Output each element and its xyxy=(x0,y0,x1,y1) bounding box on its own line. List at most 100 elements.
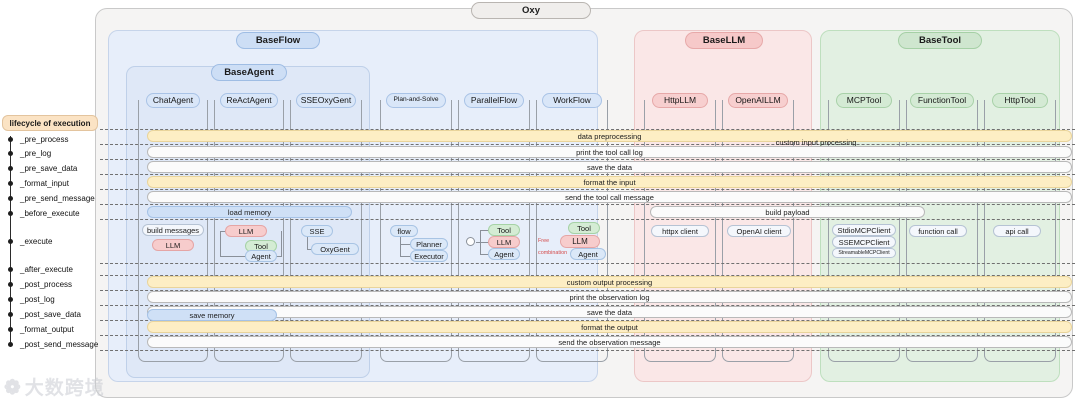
column-reactagent xyxy=(214,100,284,362)
lifecycle-step-label: _pre_save_data xyxy=(20,163,78,173)
lifecycle-step-label: _pre_process xyxy=(20,134,69,144)
node-streamable-mcp-client: StreamableMCPClient xyxy=(832,248,896,258)
bar-custom-input-processing: custom input processing xyxy=(775,137,857,147)
bullet-icon xyxy=(8,150,13,156)
node-httpx-client: httpx client xyxy=(651,225,709,237)
group-title-basetool: BaseTool xyxy=(898,32,982,49)
node-reactagent-agent: Agent xyxy=(245,250,277,262)
node-workflow-tool: Tool xyxy=(568,222,600,234)
bullet-icon xyxy=(8,136,13,142)
node-build-messages: build messages xyxy=(142,224,204,236)
lifecycle-step-pre-log: _pre_log xyxy=(0,146,51,160)
node-reactagent-llm: LLM xyxy=(225,225,267,237)
column-chatagent xyxy=(138,100,208,362)
column-httpllm xyxy=(644,100,716,362)
column-openaillm xyxy=(722,100,794,362)
node-parallel-agent: Agent xyxy=(488,248,520,260)
wire xyxy=(400,244,411,245)
bar-custom-output-processing: custom output processing xyxy=(147,276,1072,288)
bullet-icon xyxy=(8,326,13,332)
column-title-workflow: WorkFlow xyxy=(542,93,602,108)
lifecycle-step-format-input: _format_input xyxy=(0,176,69,190)
node-reactagent-tool: Tool xyxy=(245,240,277,252)
bar-save-the-data-pre: save the data xyxy=(147,161,1072,173)
bar-save-memory: save memory xyxy=(147,309,277,321)
wire xyxy=(400,231,401,256)
lifecycle-step-label: _format_input xyxy=(20,178,69,188)
column-title-openaillm: OpenAILLM xyxy=(728,93,788,108)
lifecycle-step-label: _before_execute xyxy=(20,208,80,218)
node-openai-client: OpenAI client xyxy=(727,225,791,237)
oxy-title: Oxy xyxy=(471,2,591,19)
node-chatagent-llm: LLM xyxy=(152,239,194,251)
row-separator xyxy=(100,144,1075,145)
lifecycle-step-label: _execute xyxy=(20,236,53,246)
lifecycle-step-label: _pre_send_message xyxy=(20,193,95,203)
node-sse-mcp-client: SSEMCPClient xyxy=(832,236,896,248)
column-sseoxygent xyxy=(290,100,362,362)
bullet-icon xyxy=(8,311,13,317)
row-separator xyxy=(100,159,1075,160)
bar-load-memory: load memory xyxy=(147,206,352,218)
column-mcptool xyxy=(828,100,900,362)
node-workflow-agent: Agent xyxy=(570,248,606,260)
lifecycle-step-format-output: _format_output xyxy=(0,322,74,336)
column-title-mcptool: MCPTool xyxy=(836,93,892,108)
wire xyxy=(476,242,481,243)
column-title-plan-and-solve: Plan-and-Solve xyxy=(386,93,446,108)
wire xyxy=(400,256,411,257)
bar-format-the-input: format the input xyxy=(147,176,1072,188)
lifecycle-header: lifecycle of execution xyxy=(2,115,98,131)
watermark-text: 大数跨境 xyxy=(24,377,105,399)
group-title-baseagent: BaseAgent xyxy=(211,64,287,81)
lifecycle-step-before-execute: _before_execute xyxy=(0,206,80,220)
column-title-reactagent: ReActAgent xyxy=(220,93,278,108)
lifecycle-step-label: _post_log xyxy=(20,294,55,304)
lifecycle-step-execute: _execute xyxy=(0,234,52,248)
lifecycle-step-post-save-data: _post_save_data xyxy=(0,307,81,321)
bullet-icon xyxy=(8,180,13,186)
node-api-call: api call xyxy=(993,225,1041,237)
bar-format-the-output: format the output xyxy=(147,321,1072,333)
bullet-icon xyxy=(8,341,13,347)
column-functiontool xyxy=(906,100,978,362)
row-separator xyxy=(100,350,1075,351)
bar-send-observation-message: send the observation message xyxy=(147,336,1072,348)
wire xyxy=(307,231,308,249)
node-parallel-origin xyxy=(466,237,475,246)
node-oxygent: OxyGent xyxy=(311,243,359,255)
wire xyxy=(480,254,489,255)
lifecycle-step-label: _format_output xyxy=(20,324,74,334)
row-separator xyxy=(100,189,1075,190)
lifecycle-step-after-execute: _after_execute xyxy=(0,262,73,276)
lifecycle-step-label: _post_send_message xyxy=(20,339,99,349)
column-title-sseoxygent: SSEOxyGent xyxy=(296,93,356,108)
node-parallel-tool: Tool xyxy=(488,224,520,236)
node-workflow-llm: LLM xyxy=(560,235,600,248)
lifecycle-step-label: _post_save_data xyxy=(20,309,81,319)
lifecycle-step-label: _post_process xyxy=(20,279,73,289)
bar-print-tool-call-log: print the tool call log xyxy=(147,146,1072,158)
group-title-baseflow: BaseFlow xyxy=(236,32,320,49)
bar-build-payload: build payload xyxy=(650,206,925,218)
lifecycle-step-pre-send-message: _pre_send_message xyxy=(0,191,95,205)
bullet-icon xyxy=(8,266,13,272)
watermark: ❁ 大数跨境 xyxy=(4,378,105,398)
column-plan-and-solve xyxy=(380,100,452,362)
wire xyxy=(480,242,489,243)
wire xyxy=(480,230,489,231)
wire xyxy=(220,231,221,257)
column-title-functiontool: FunctionTool xyxy=(910,93,974,108)
node-stdio-mcp-client: StdioMCPClient xyxy=(832,224,896,236)
lifecycle-step-label: _after_execute xyxy=(20,264,73,274)
column-workflow xyxy=(536,100,608,362)
label-combination: combination xyxy=(538,250,568,256)
lifecycle-step-post-send-message: _post_send_message xyxy=(0,337,98,351)
lifecycle-step-post-log: _post_log xyxy=(0,292,55,306)
watermark-logo-icon: ❁ xyxy=(4,377,21,399)
bullet-icon xyxy=(8,165,13,171)
column-httptool xyxy=(984,100,1056,362)
node-executor: Executor xyxy=(410,250,448,262)
lifecycle-step-pre-process: _pre_process xyxy=(0,132,68,146)
